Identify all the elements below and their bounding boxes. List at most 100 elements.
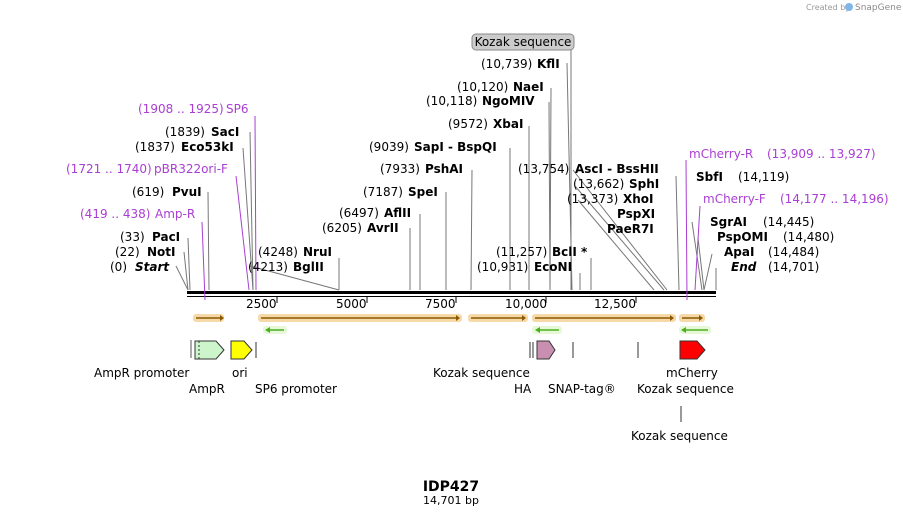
site-naeI[interactable]: NaeI <box>513 80 544 94</box>
feature-shapes <box>190 340 706 422</box>
site-sbfI[interactable]: SbfI <box>696 170 723 184</box>
primer-pos: (1721 .. 1740) <box>66 162 152 176</box>
kozak-callout[interactable] <box>471 33 575 51</box>
green-primer-arrows <box>263 326 711 334</box>
primer-pos: (419 .. 438) <box>80 207 150 221</box>
ruler-tick: 12,500 <box>594 297 636 311</box>
site-ngoMIV[interactable]: NgoMIV <box>482 94 535 108</box>
site-pos: (6497) <box>339 206 379 220</box>
orf-arrow-icon <box>522 315 526 321</box>
site-pos: (619) <box>132 185 164 199</box>
primer-pos: (13,909 .. 13,927) <box>767 147 876 161</box>
site-pacI[interactable]: PacI <box>152 230 180 244</box>
orf-arrow-icon <box>220 315 224 321</box>
site-pos: (14,119) <box>738 170 789 184</box>
orf-arrow-icon <box>699 315 703 321</box>
site-pos: (0) <box>110 260 127 274</box>
primer-mcherry-r[interactable]: mCherry-R <box>689 147 753 161</box>
ori-arrow-icon[interactable] <box>230 340 253 360</box>
primers-left: (419 .. 438) Amp-R (1721 .. 1740) pBR322… <box>66 102 249 221</box>
site-eco53ki[interactable]: Eco53kI <box>181 140 234 154</box>
site-pvuI[interactable]: PvuI <box>172 185 202 199</box>
site-bglII[interactable]: BglII <box>293 260 324 274</box>
site-sapI-bspQI[interactable]: SapI - BspQI <box>414 140 497 154</box>
site-sgrAI[interactable]: SgrAI <box>710 215 747 229</box>
feature-sp6-promoter: SP6 promoter <box>255 382 337 396</box>
site-leader-lines <box>175 62 717 291</box>
site-pos: (4248) <box>258 245 298 259</box>
snap-tag-arrow-icon[interactable] <box>536 340 556 360</box>
enzymes-middle: (4213) BglII (4248) NruI (6205) AvrII (6… <box>248 57 659 274</box>
site-paeR7I[interactable]: PaeR7I <box>607 222 654 236</box>
site-pos: (14,445) <box>763 215 814 229</box>
ruler-tick: 5000 <box>336 297 367 311</box>
reverse-primer-icon <box>265 327 270 333</box>
feature-mcherry: mCherry <box>666 366 718 380</box>
feature-ha: HA <box>514 382 532 396</box>
orf-arrow-icon <box>670 315 674 321</box>
site-pos: (13,662) <box>573 177 624 191</box>
site-aflII[interactable]: AflII <box>384 206 411 220</box>
orf-arrow-icon <box>456 315 460 321</box>
site-pos: (4213) <box>248 260 288 274</box>
site-pos: (10,931) <box>477 260 528 274</box>
site-notI[interactable]: NotI <box>147 245 176 259</box>
site-pos: (7187) <box>363 185 403 199</box>
site-pos: (13,754) <box>518 162 569 176</box>
site-pspXI[interactable]: PspXI <box>617 207 655 221</box>
site-ecoNI[interactable]: EcoNI <box>534 260 572 274</box>
site-pos: (9572) <box>448 117 488 131</box>
ruler: 2500 5000 7500 10,000 12,500 <box>246 297 637 311</box>
site-sacI[interactable]: SacI <box>211 125 239 139</box>
primer-sp6[interactable]: SP6 <box>226 102 249 116</box>
site-pos: (13,373) <box>567 192 618 206</box>
primers-right: mCherry-R (13,909 .. 13,927) mCherry-F (… <box>689 147 889 206</box>
enzymes-right: SbfI (14,119) SgrAI (14,445) PspOMI (14,… <box>696 170 834 274</box>
primer-leader-lines <box>201 115 701 301</box>
site-end[interactable]: End <box>731 260 757 274</box>
plasmid-name: IDP427 <box>423 479 479 495</box>
site-pos: (33) <box>120 230 145 244</box>
site-xhoI[interactable]: XhoI <box>623 192 654 206</box>
site-pos: (10,118) <box>426 94 477 108</box>
feature-kozak-3: Kozak sequence <box>631 429 728 443</box>
site-pshAI[interactable]: PshAI <box>425 162 463 176</box>
site-pspOMI[interactable]: PspOMI <box>717 230 768 244</box>
site-pos: (11,257) <box>496 245 547 259</box>
primer-mcherry-f[interactable]: mCherry-F <box>703 192 766 206</box>
ampr-arrow-icon[interactable] <box>194 340 225 360</box>
site-bclI[interactable]: BclI * <box>552 245 588 259</box>
site-avrII[interactable]: AvrII <box>367 221 399 235</box>
backbone <box>187 291 716 297</box>
site-nruI[interactable]: NruI <box>303 245 332 259</box>
site-start[interactable]: Start <box>135 260 170 274</box>
site-pos: (10,739) <box>481 57 532 71</box>
mcherry-arrow-icon[interactable] <box>679 340 706 360</box>
site-pos: (7933) <box>380 162 420 176</box>
primer-amp-r[interactable]: Amp-R <box>155 207 195 221</box>
ruler-tick: 10,000 <box>505 297 547 311</box>
reverse-primer-icon <box>535 327 540 333</box>
site-pos: (14,701) <box>768 260 819 274</box>
feature-kozak-1: Kozak sequence <box>433 366 530 380</box>
site-pos: (22) <box>115 245 140 259</box>
site-xbaI[interactable]: XbaI <box>493 117 523 131</box>
site-speI[interactable]: SpeI <box>408 185 438 199</box>
site-pos: (6205) <box>322 221 362 235</box>
site-pos: (14,484) <box>768 245 819 259</box>
plasmid-size: 14,701 bp <box>423 494 479 507</box>
enzymes-left: (0) Start (22) NotI (33) PacI (619) PvuI… <box>110 125 239 274</box>
site-apaI[interactable]: ApaI <box>724 245 754 259</box>
site-pos: (9039) <box>369 140 409 154</box>
site-ascI-bssHII[interactable]: AscI - BssHII <box>575 162 659 176</box>
site-sphI[interactable]: SphI <box>629 177 659 191</box>
feature-snap-tag: SNAP-tag® <box>548 382 616 396</box>
ruler-tick: 2500 <box>246 297 277 311</box>
primer-pbr322ori-f[interactable]: pBR322ori-F <box>154 162 228 176</box>
site-pos: (1839) <box>165 125 205 139</box>
site-pos: (14,480) <box>783 230 834 244</box>
site-kflI[interactable]: KflI <box>537 57 560 71</box>
kozak-callout-label: Kozak sequence <box>475 35 572 49</box>
ruler-tick: 7500 <box>425 297 456 311</box>
